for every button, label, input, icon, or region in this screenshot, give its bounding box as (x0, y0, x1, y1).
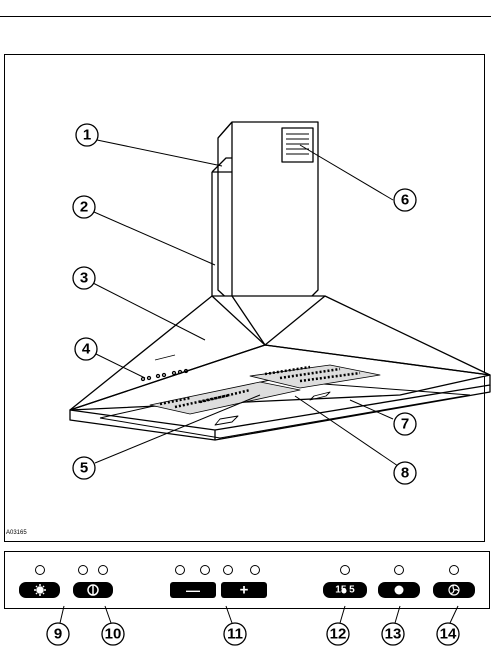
svg-text:10: 10 (105, 626, 122, 643)
callout-10: 10 (102, 623, 124, 645)
minus-button[interactable]: — (170, 582, 216, 598)
callout-6: 6 (394, 189, 416, 211)
callout-7: 7 (394, 413, 416, 435)
svg-text:12: 12 (330, 626, 347, 643)
svg-text:4: 4 (82, 341, 91, 358)
filter-button[interactable] (378, 582, 420, 598)
plus-button[interactable]: + (221, 582, 267, 599)
panel-buttons: — + 15 5 (19, 582, 475, 599)
callout-3: 3 (73, 267, 95, 289)
svg-text:6: 6 (401, 192, 409, 209)
svg-text:1: 1 (83, 127, 91, 144)
minus-icon: — (186, 582, 200, 598)
svg-text:2: 2 (80, 199, 88, 216)
light-button[interactable] (19, 582, 60, 598)
svg-text:13: 13 (385, 626, 402, 643)
svg-text:7: 7 (401, 416, 409, 433)
filter-icon (395, 586, 404, 595)
callout-11: 11 (224, 623, 246, 645)
svg-text:14: 14 (440, 626, 457, 643)
svg-text:8: 8 (401, 465, 409, 482)
svg-text:5: 5 (80, 460, 88, 477)
timer-button[interactable]: 15 5 (323, 582, 367, 598)
callout-2: 2 (73, 196, 95, 218)
fan-button[interactable] (433, 582, 475, 598)
callout-4: 4 (75, 338, 97, 360)
plus-icon: + (240, 582, 249, 599)
cooker-hood-drawing (70, 122, 490, 440)
callout-8: 8 (394, 462, 416, 484)
vent-grille (282, 128, 313, 162)
callout-13: 13 (382, 623, 404, 645)
callout-14: 14 (437, 623, 459, 645)
svg-text:11: 11 (227, 626, 243, 643)
callout-12: 12 (327, 623, 349, 645)
callout-9: 9 (47, 623, 69, 645)
callout-5: 5 (73, 457, 95, 479)
callout-1: 1 (76, 124, 98, 146)
indicator-leds (36, 566, 459, 575)
panel-callout-group: 9 10 11 12 13 14 (47, 623, 459, 645)
svg-text:9: 9 (54, 626, 62, 643)
power-button[interactable] (73, 582, 113, 598)
svg-text:3: 3 (80, 270, 88, 287)
